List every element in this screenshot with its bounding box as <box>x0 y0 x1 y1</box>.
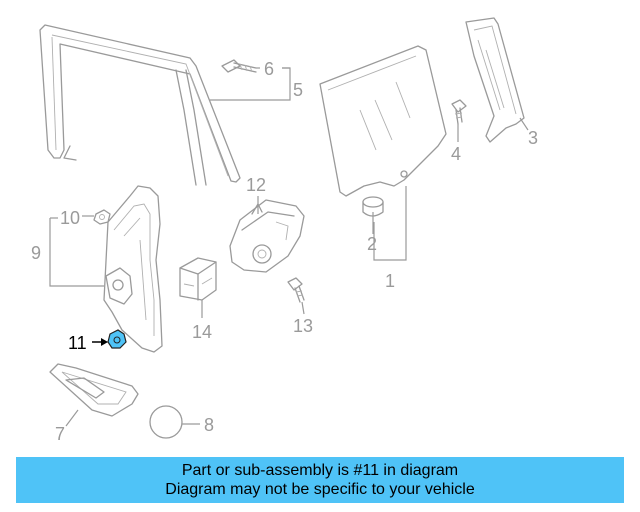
callout-7: 7 <box>55 424 65 444</box>
callout-12: 12 <box>246 175 266 195</box>
callout-4: 4 <box>451 144 461 164</box>
leader-lines <box>49 67 529 427</box>
callout-6: 6 <box>264 59 274 79</box>
callout-1: 1 <box>385 271 395 291</box>
bolt-6-part <box>221 59 257 73</box>
door-glass-part <box>319 45 447 197</box>
callout-labels: 1 2 3 4 5 6 7 8 9 10 11 12 13 14 <box>31 59 538 444</box>
callout-14: 14 <box>192 322 212 342</box>
parts-diagram: 1 2 3 4 5 6 7 8 9 10 11 12 13 14 <box>31 17 538 444</box>
banner-line-1: Part or sub-assembly is #11 in diagram <box>181 462 459 479</box>
callout-5: 5 <box>293 80 303 100</box>
glass-bushing-part <box>362 196 384 217</box>
screw-13-part <box>287 277 305 303</box>
callout-9: 9 <box>31 243 41 263</box>
callout-10: 10 <box>60 208 80 228</box>
callout-13: 13 <box>293 316 313 336</box>
window-regulator-part <box>103 185 163 353</box>
callout-3: 3 <box>528 128 538 148</box>
callout-2: 2 <box>367 234 377 254</box>
bracket-14-part <box>179 257 217 301</box>
round-plug-part <box>149 405 183 439</box>
nut-10-part <box>93 209 111 225</box>
regulator-motor-part <box>229 199 305 273</box>
screw-4-part <box>451 99 467 125</box>
nut-11-highlighted-part <box>107 329 127 349</box>
banner-line-2: Diagram may not be specific to your vehi… <box>165 481 475 498</box>
quarter-glass-part <box>465 17 525 143</box>
callout-11: 11 <box>68 333 87 353</box>
trim-seal-part <box>49 363 139 417</box>
info-banner: Part or sub-assembly is #11 in diagram D… <box>16 457 624 503</box>
callout-8: 8 <box>204 415 214 435</box>
window-channel-part <box>39 24 241 186</box>
